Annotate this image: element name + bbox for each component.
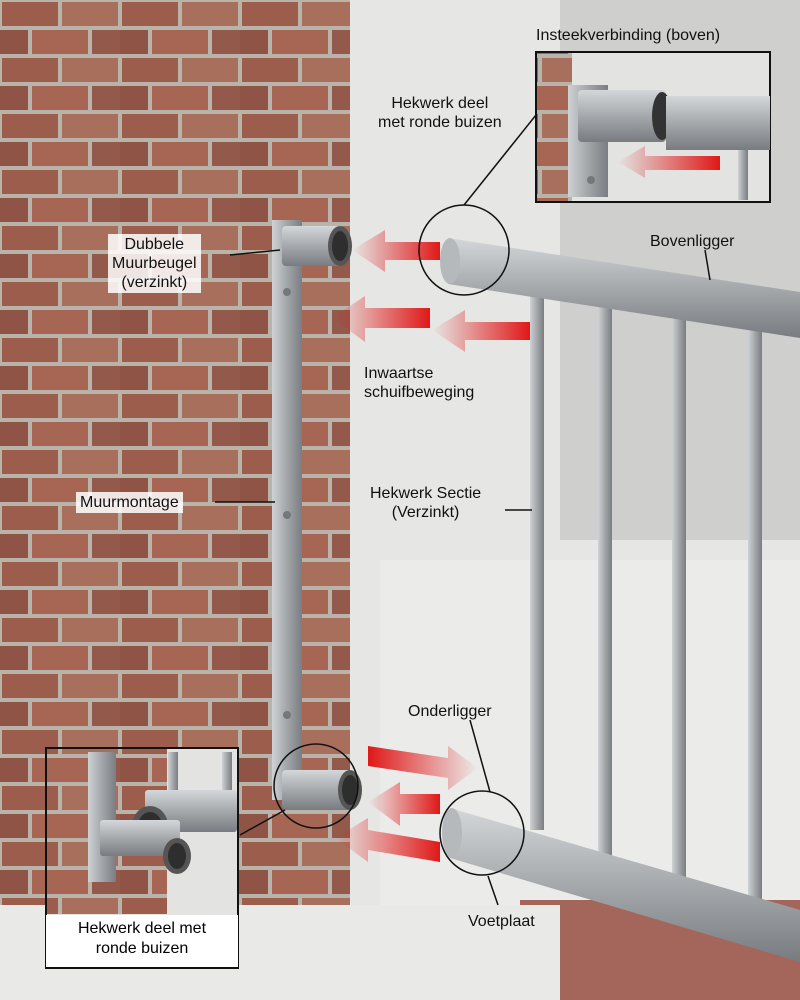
- label-fence-section: Hekwerk Sectie (Verzinkt): [370, 485, 482, 521]
- label-foot-plate: Voetplaat: [468, 913, 535, 930]
- label-bottom-rail: Onderligger: [408, 703, 492, 720]
- label-insert-connection: Insteekverbinding (boven): [536, 27, 721, 44]
- fence-section: [440, 238, 800, 962]
- label-wall-mount: Muurmontage: [76, 492, 183, 513]
- label-section-round-tubes-bottom: Hekwerk deel met ronde buizen: [46, 915, 238, 967]
- label-section-round-tubes-top: Hekwerk deel met ronde buizen: [378, 95, 502, 131]
- label-inward-slide: Inwaartse schuifbeweging: [364, 365, 475, 401]
- label-double-wall-bracket: Dubbele Muurbeugel (verzinkt): [108, 234, 201, 293]
- label-top-rail: Bovenligger: [650, 233, 735, 250]
- red-arrows: [332, 230, 530, 862]
- top-inset: [535, 51, 771, 203]
